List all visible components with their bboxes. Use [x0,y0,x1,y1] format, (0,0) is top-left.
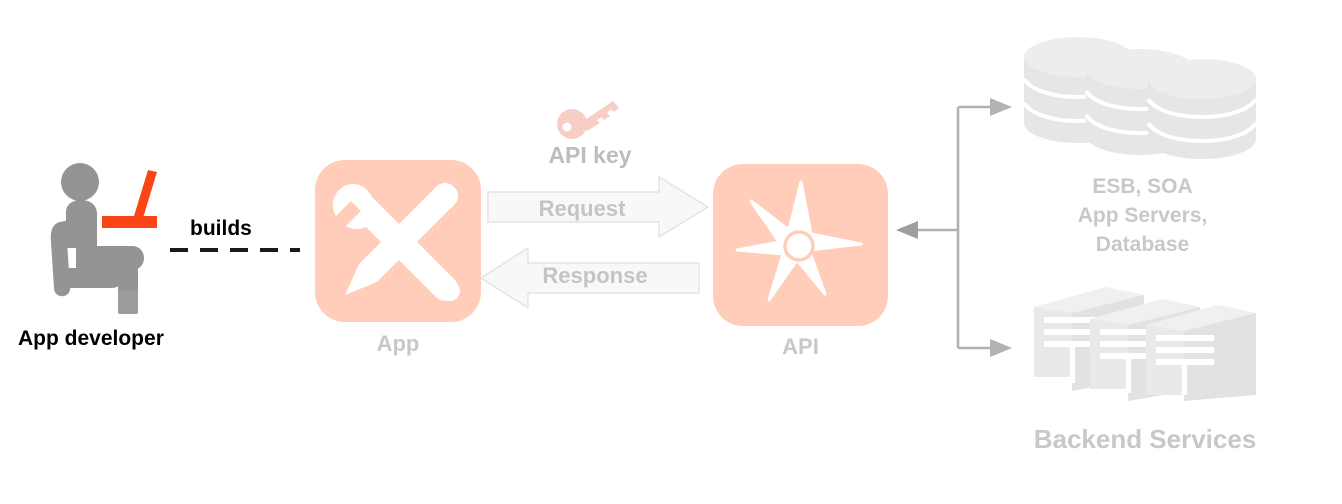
arrowhead-right-bottom [990,339,1012,357]
response-label: Response [542,263,648,288]
esb-line-1: ESB, SOA [1092,175,1193,198]
backend-connectors [890,90,1020,370]
app-developer-label: App developer [18,327,164,350]
backend-services-label: Backend Services [1033,424,1257,454]
key-icon [556,98,622,140]
block-arrow-right-icon [487,175,710,239]
block-arrow-left-icon [479,246,700,310]
builds-dashed-line [170,248,300,252]
builds-label: builds [190,217,252,240]
arrowhead-left-middle [896,221,918,239]
database-stack-icon [1018,35,1263,160]
backend-services-detail-label: ESB, SOA App Servers, Database [1010,172,1275,259]
api-label: API [782,334,819,359]
api-star-icon [735,180,863,302]
esb-line-2: App Servers, [1077,204,1208,227]
app-label: App [376,331,420,356]
seated-developer-icon [40,160,180,315]
server-rack-icon [1028,281,1263,401]
arrowhead-right-top [990,98,1012,116]
esb-line-3: Database [1095,233,1190,256]
request-label: Request [538,196,626,221]
app-node[interactable] [315,160,481,322]
api-key-label: API key [548,142,632,168]
wrench-and-pencil-icon [332,183,460,301]
api-node[interactable] [713,164,888,326]
